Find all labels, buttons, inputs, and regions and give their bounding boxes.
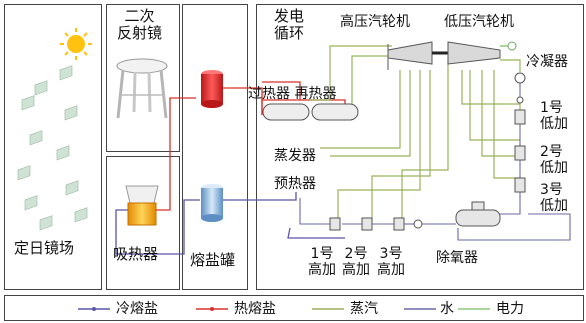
legend-markers (78, 307, 490, 311)
receiver-label: 吸热器 (113, 245, 159, 263)
hp-heater-1-label: 1号 高加 (308, 246, 336, 278)
feed-pump-icon (413, 219, 423, 229)
hp-turbine-icon (387, 41, 433, 70)
sun-icon (60, 28, 92, 60)
preheater-label: 预热器 (274, 176, 316, 192)
lp-heater-3-label: 3号 低加 (540, 182, 568, 214)
cold-salt-tank-icon (201, 184, 223, 222)
lp-heater-1-label: 1号 低加 (540, 100, 568, 132)
superheater-reheater-icon (262, 103, 359, 121)
deaerator-icon (455, 201, 501, 227)
lp-turbine-label: 低压汽轮机 (444, 14, 514, 30)
salt-tank-panel (182, 4, 248, 290)
lp-heater-2-label: 2号 低加 (540, 144, 568, 176)
secondary-reflector-panel (106, 4, 180, 152)
deaerator-label: 除氧器 (436, 250, 478, 266)
heliostat-field-panel (4, 4, 102, 290)
superheater-reheater-label: 过热器 再热器 (248, 86, 337, 102)
evaporator-label: 蒸发器 (274, 148, 316, 164)
condenser-label: 冷凝器 (526, 54, 568, 70)
receiver-icon (125, 185, 159, 226)
power-cycle-label: 发电 循环 (274, 7, 305, 42)
heliostat-mirrors (17, 65, 88, 231)
secondary-reflector-label: 二次 反射镜 (117, 7, 163, 42)
secondary-reflector-icon (116, 58, 168, 119)
legend-electricity: 电力 (496, 301, 524, 317)
lp-heaters (514, 109, 526, 193)
legend-cold-salt: 冷熔盐 (116, 301, 158, 317)
hp-heaters (329, 217, 405, 231)
hot-salt-tank-icon (201, 70, 223, 108)
legend-panel (4, 295, 584, 321)
steam-lines (310, 45, 521, 222)
hot-salt-lines (156, 81, 346, 211)
lp-turbine-icon (447, 41, 501, 65)
heliostat-field-label: 定日镜场 (14, 239, 75, 257)
condenser-icon (514, 72, 526, 104)
hp-heater-3-label: 3号 高加 (377, 246, 405, 278)
hp-heater-2-label: 2号 高加 (342, 246, 370, 278)
legend-steam: 蒸汽 (350, 301, 378, 317)
cold-salt-lines (115, 192, 345, 255)
generator-icon (507, 41, 517, 51)
legend-water: 水 (440, 301, 454, 317)
salt-tank-label: 熔盐罐 (190, 251, 236, 269)
hp-turbine-label: 高压汽轮机 (340, 14, 410, 30)
legend-hot-salt: 热熔盐 (234, 301, 276, 317)
